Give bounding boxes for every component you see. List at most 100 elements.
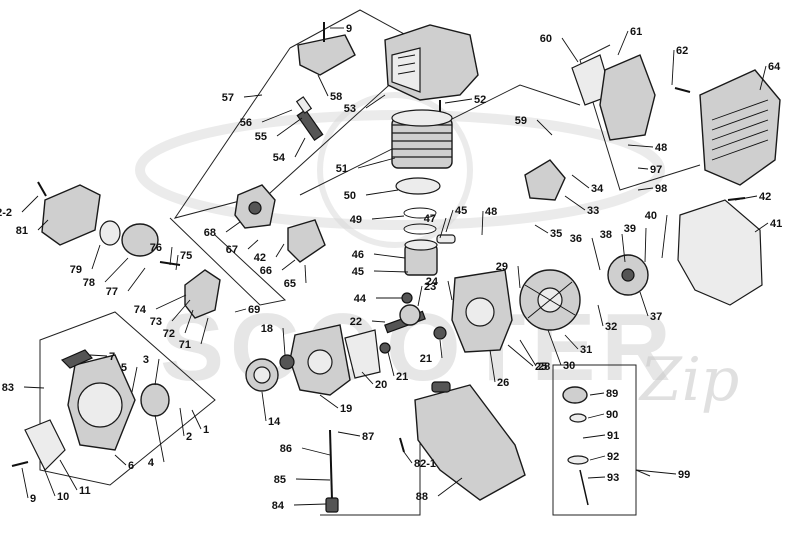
leader-line [403,451,413,464]
air-filter-element [99,220,121,246]
leader-line [489,349,496,383]
callout-88: 88 [416,491,428,503]
leader-line [175,254,179,271]
leader-line [417,285,423,307]
cylinder-cover [384,24,479,101]
callout-39: 39 [624,223,636,235]
callout-32: 32 [605,321,617,333]
callout-37: 37 [650,311,662,323]
piston-pin [436,234,456,244]
callout-84: 84 [272,500,285,512]
leader-line [589,455,606,461]
leader-line [589,392,605,396]
group-boundaries [39,9,701,516]
callout-90: 90 [606,409,618,421]
callout-20: 20 [375,379,387,391]
leader-line [621,233,626,263]
leader-line [507,344,534,367]
recoil-housing [677,199,763,306]
leader-line [301,447,331,456]
callout-22: 22 [350,316,362,328]
leader-line [759,65,767,91]
air-filter-cover [41,184,101,246]
leader-line [37,219,49,231]
leader-lines [21,27,769,506]
leader-line [295,478,331,481]
leader-line [365,189,399,196]
muffler-body [599,54,656,141]
fuel-tank [414,381,526,501]
piston [404,239,438,276]
leader-line [304,264,307,284]
leader-line [179,407,185,437]
callout-64: 64 [768,61,781,73]
callout-46: 46 [352,249,364,261]
leader-line [275,243,285,258]
leader-line [617,30,629,56]
callout-6: 6 [128,460,134,472]
leader-line [317,74,329,97]
callout-55: 55 [255,131,267,143]
callout-81: 81 [16,225,28,237]
callout-93: 93 [607,472,619,484]
callout-83: 83 [2,382,14,394]
leader-line [547,329,562,366]
callout-38: 38 [600,229,612,241]
leader-line [276,117,303,137]
watermark-script: Zip [638,345,739,415]
leader-line [437,477,463,497]
muffler-cover [699,69,781,186]
callout-78: 78 [83,277,95,289]
leader-line [582,434,606,439]
callout-23: 23 [424,281,436,293]
crankshaft [384,304,426,334]
leader-line [21,467,29,499]
callout-69: 69 [248,304,260,316]
leader-line [200,317,209,345]
leader-line [564,195,586,211]
leader-line [754,222,769,233]
leader-line [635,469,677,475]
leader-line [661,214,668,259]
callout-42: 42 [254,252,266,264]
leader-line [319,394,339,409]
leader-line [127,267,146,292]
leader-line [439,217,447,239]
leader-line [481,210,484,236]
leader-line [564,334,579,350]
leader-line [637,187,654,191]
flywheel [519,269,581,331]
callout-99: 99 [678,469,690,481]
callout-29: 29 [496,261,508,273]
callout-45: 45 [352,266,364,278]
callout-42: 42 [759,191,771,203]
callout-92: 92 [607,451,619,463]
leader-line [365,94,386,109]
callout-10: 10 [57,491,69,503]
leader-line [191,409,202,430]
leader-line [247,239,259,250]
leader-line [561,37,579,63]
leader-line [734,195,758,201]
bearing-center [379,342,391,354]
carburetor [234,184,276,229]
leader-line [587,413,605,419]
leader-line [571,174,590,189]
callout-91: 91 [607,430,619,442]
callout-98: 98 [655,183,667,195]
leader-line [519,339,537,367]
callout-26: 26 [497,377,509,389]
ring-upper [403,207,437,219]
callout-89: 89 [606,388,618,400]
callout-86: 86 [280,443,292,455]
leader-line [21,195,39,213]
callout-65: 65 [284,278,296,290]
leader-line [371,215,405,220]
leader-line [43,467,56,497]
leader-line [293,503,327,506]
callout-79: 79 [70,264,82,276]
air-filter-base [121,223,159,257]
callout-19: 19 [340,403,352,415]
recoil-starter [67,354,170,451]
